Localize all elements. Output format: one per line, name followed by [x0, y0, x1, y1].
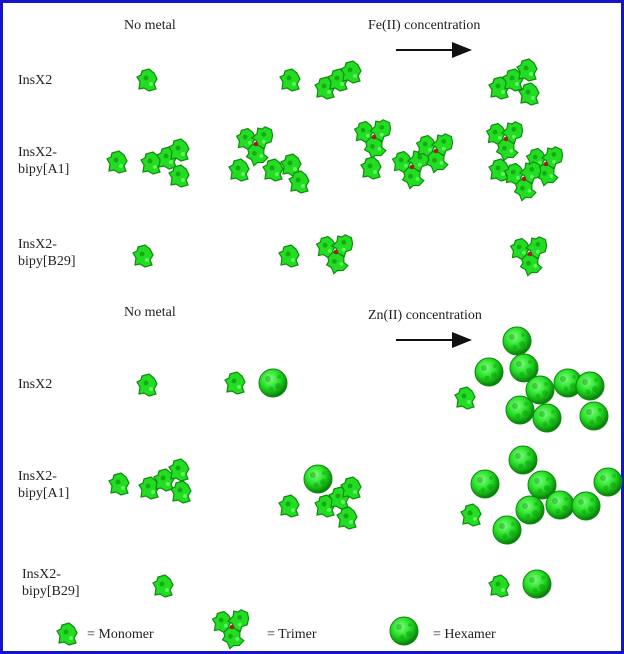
hexamer-glyph — [532, 403, 562, 433]
monomer-glyph — [360, 156, 382, 180]
monomer-glyph — [488, 574, 510, 598]
hexamer-glyph — [508, 445, 538, 475]
monomer-glyph — [136, 68, 158, 92]
zn-concentration-label: Zn(II) concentration — [368, 308, 482, 323]
trimer-glyph — [317, 230, 358, 276]
legend-monomer-label: = Monomer — [87, 627, 154, 642]
hexamer-glyph — [258, 368, 288, 398]
monomer-glyph — [228, 158, 250, 182]
trimer-glyph — [511, 232, 552, 278]
trimer-glyph — [487, 117, 528, 163]
fe-row-insx2-label: InsX2 — [18, 73, 53, 88]
fe-no-metal-label: No metal — [124, 18, 176, 33]
hexamer-glyph — [474, 357, 504, 387]
legend-monomer-icon — [56, 622, 78, 646]
fe-concentration-label: Fe(II) concentration — [368, 18, 481, 33]
zn-row-insx2-label: InsX2 — [18, 377, 53, 392]
hexamer-glyph — [502, 326, 532, 356]
hexamer-glyph — [579, 401, 609, 431]
hexamer-glyph — [505, 395, 535, 425]
hexamer-glyph — [470, 469, 500, 499]
monomer-glyph — [336, 506, 358, 530]
monomer-glyph — [153, 468, 175, 492]
hexamer-glyph — [492, 515, 522, 545]
trimer-glyph — [355, 115, 396, 161]
hexamer-glyph — [303, 464, 333, 494]
monomer-glyph — [106, 150, 128, 174]
zn-row-b29-label: InsX2- bipy[B29] — [22, 567, 80, 599]
legend-hexamer-icon — [389, 616, 419, 646]
hexamer-glyph — [522, 569, 552, 599]
fe-row-b29-label: InsX2- bipy[B29] — [18, 237, 76, 269]
monomer-glyph — [516, 58, 538, 82]
monomer-glyph — [136, 373, 158, 397]
monomer-glyph — [108, 472, 130, 496]
hexamer-glyph — [571, 491, 601, 521]
monomer-glyph — [279, 68, 301, 92]
trimer-glyph — [505, 157, 546, 203]
monomer-glyph — [170, 480, 192, 504]
monomer-glyph — [460, 503, 482, 527]
trimer-glyph — [417, 129, 458, 175]
monomer-glyph — [340, 60, 362, 84]
monomer-glyph — [224, 371, 246, 395]
monomer-glyph — [454, 386, 476, 410]
hexamer-glyph — [575, 371, 605, 401]
hexamer-glyph — [515, 495, 545, 525]
monomer-glyph — [132, 244, 154, 268]
fe-row-a1-label: InsX2- bipy[A1] — [18, 145, 70, 177]
monomer-glyph — [518, 82, 540, 106]
legend-hexamer-label: = Hexamer — [433, 627, 496, 642]
zn-row-a1-label: InsX2- bipy[A1] — [18, 469, 70, 501]
monomer-glyph — [168, 458, 190, 482]
monomer-glyph — [278, 244, 300, 268]
legend-trimer-label: = Trimer — [267, 627, 317, 642]
monomer-glyph — [278, 494, 300, 518]
hexamer-glyph — [545, 490, 575, 520]
hexamer-glyph — [593, 467, 623, 497]
monomer-glyph — [262, 158, 284, 182]
legend-trimer-icon — [213, 605, 254, 651]
monomer-glyph — [168, 138, 190, 162]
zn-no-metal-label: No metal — [124, 305, 176, 320]
monomer-glyph — [340, 476, 362, 500]
monomer-glyph — [152, 574, 174, 598]
